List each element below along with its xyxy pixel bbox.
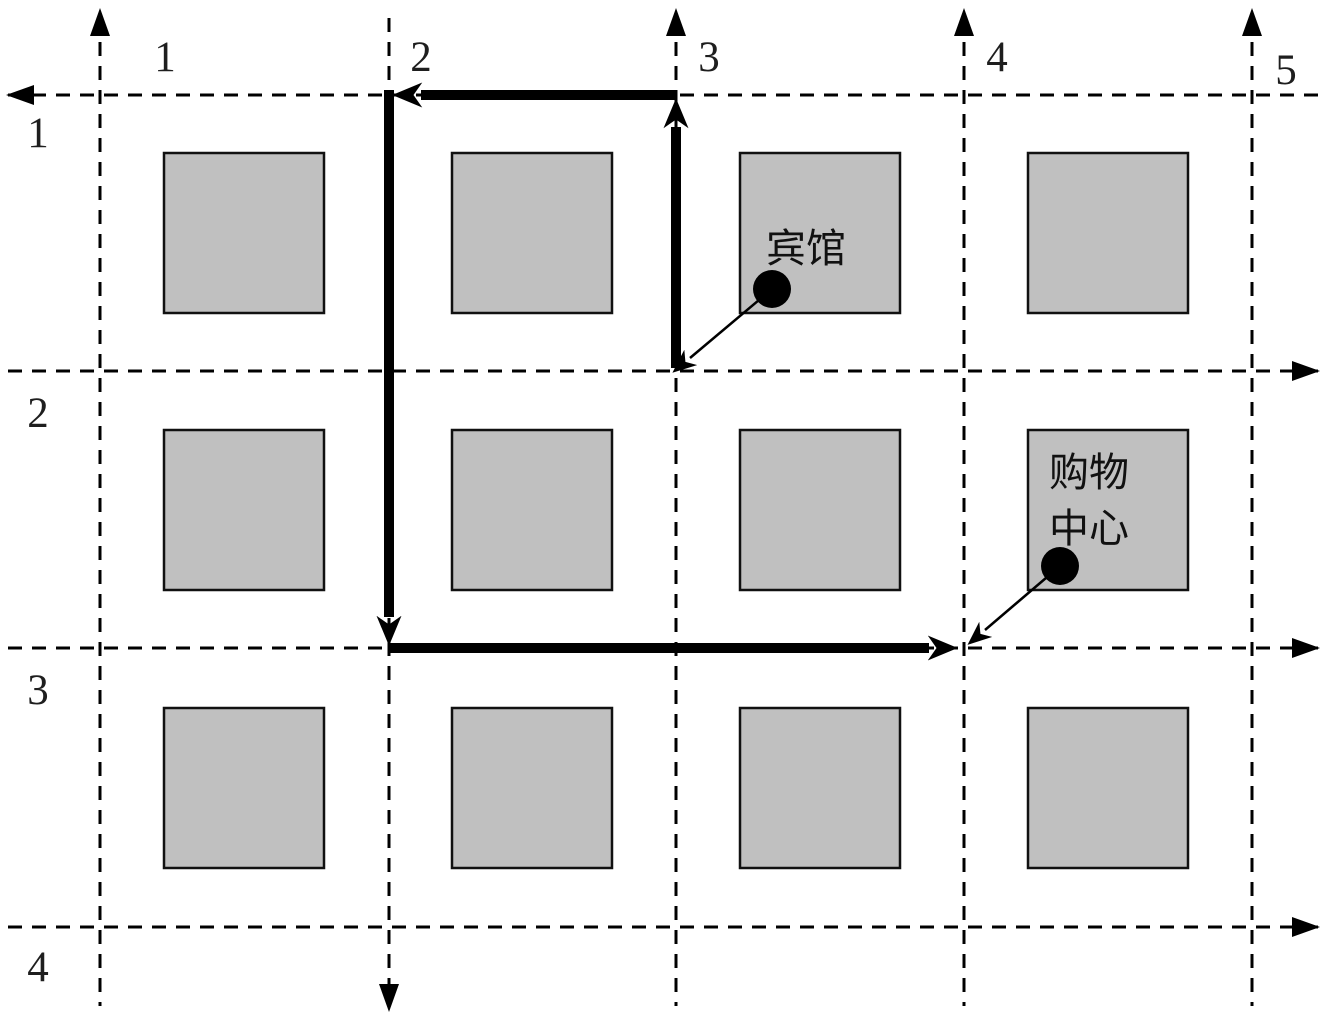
street-horizontal-4-label: 4	[27, 944, 49, 991]
street-vertical-3-label: 3	[698, 34, 720, 81]
shopping-center-label: 中心	[1049, 506, 1129, 551]
city-block-r3c4	[1026, 706, 1190, 870]
street-vertical-5-arrow-up-icon	[1242, 8, 1262, 36]
city-block-r1c2	[450, 151, 614, 315]
street-horizontal-2-arrow-right-icon	[1292, 361, 1320, 381]
shopping-center-label: 购物	[1049, 450, 1129, 495]
street-vertical-2-label: 2	[410, 34, 432, 81]
street-vertical-1-arrow-up-icon	[90, 8, 110, 36]
street-horizontal-1-label: 1	[27, 110, 49, 157]
city-block-r2c1	[162, 428, 326, 592]
street-vertical-4-arrow-up-icon	[954, 8, 974, 36]
hotel-dot	[753, 270, 791, 308]
street-vertical-4-label: 4	[986, 34, 1008, 81]
city-block-r3c1	[162, 706, 326, 870]
city-block-r2c2	[450, 428, 614, 592]
city-block-r3c2	[450, 706, 614, 870]
city-block-r1c1	[162, 151, 326, 315]
city-block-r3c3	[738, 706, 902, 870]
street-vertical-3-arrow-up-icon	[666, 8, 686, 36]
city-block-r1c4	[1026, 151, 1190, 315]
street-vertical-5-label: 5	[1275, 47, 1297, 94]
street-vertical-2-arrow-down-icon	[379, 984, 399, 1012]
street-horizontal-1-arrow-left-icon	[6, 85, 34, 105]
street-horizontal-3-arrow-right-icon	[1292, 638, 1320, 658]
hotel-label: 宾馆	[766, 226, 846, 271]
street-horizontal-3-label: 3	[27, 667, 49, 714]
street-horizontal-4-arrow-right-icon	[1292, 917, 1320, 937]
city-block-r2c3	[738, 428, 902, 592]
shopping-center-dot	[1041, 547, 1079, 585]
street-horizontal-2-label: 2	[27, 390, 49, 437]
street-vertical-1-label: 1	[154, 34, 176, 81]
